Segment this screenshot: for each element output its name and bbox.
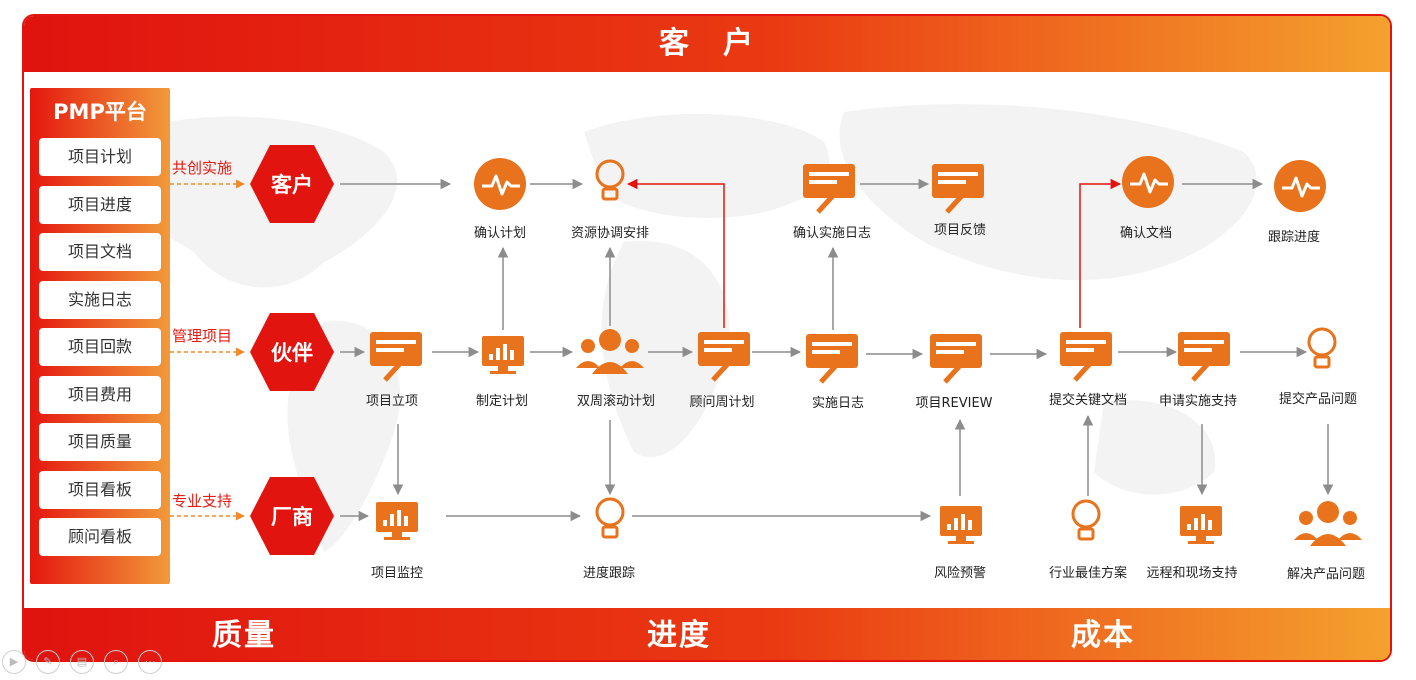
monitor-chart-icon	[1180, 506, 1222, 544]
pmp-platform-panel: PMP平台 项目计划 项目进度 项目文档 实施日志 项目回款 项目费用 项目质量…	[30, 88, 170, 584]
node-progress-track: 进度跟踪	[582, 566, 636, 581]
monitor-chart-icon	[376, 502, 418, 540]
node-track-progress: 跟踪进度	[1267, 230, 1321, 245]
node-impl-log: 实施日志	[811, 396, 865, 411]
document-pen-icon	[932, 164, 984, 214]
node-solve-issue: 解决产品问题	[1286, 567, 1366, 582]
monitor-chart-icon	[940, 506, 982, 544]
node-make-plan: 制定计划	[475, 394, 529, 409]
hex-label-customer: 客户	[271, 173, 313, 197]
pulse-icon	[1274, 160, 1326, 212]
hex-customer[interactable]	[250, 145, 334, 223]
document-pen-icon	[370, 332, 422, 382]
hex-vendor[interactable]	[250, 477, 334, 555]
node-biweekly: 双周滚动计划	[576, 394, 656, 409]
hex-label-vendor: 厂商	[271, 505, 313, 529]
node-initiation: 项目立项	[365, 394, 419, 409]
pulse-icon	[474, 158, 526, 210]
pmp-item-docs[interactable]: 项目文档	[39, 233, 161, 271]
hex-partner[interactable]	[250, 313, 334, 391]
pmp-item-plan[interactable]: 项目计划	[39, 138, 161, 176]
node-review: 项目REVIEW	[915, 396, 993, 411]
node-weekly: 顾问周计划	[689, 395, 755, 410]
slides-icon[interactable]: ▤	[70, 650, 94, 674]
node-best-practice: 行业最佳方案	[1048, 566, 1128, 581]
role-label-partner: 管理项目	[172, 327, 233, 345]
node-feedback: 项目反馈	[933, 223, 987, 238]
footer-label-progress: 进度	[647, 618, 711, 653]
node-remote-support: 远程和现场支持	[1146, 566, 1238, 581]
node-key-docs: 提交关键文档	[1048, 393, 1128, 408]
play-icon[interactable]: ▶	[2, 650, 26, 674]
document-pen-icon	[1060, 332, 1112, 382]
zoom-icon[interactable]: ⌕	[104, 650, 128, 674]
team-icon	[1294, 501, 1362, 546]
node-apply-support: 申请实施支持	[1158, 394, 1238, 409]
pmp-item-board[interactable]: 项目看板	[39, 471, 161, 509]
pmp-item-expense[interactable]: 项目费用	[39, 376, 161, 414]
lightbulb-icon	[1071, 499, 1101, 541]
lightbulb-icon	[1307, 327, 1337, 369]
hex-label-partner: 伙伴	[271, 341, 313, 365]
arrow-weekly-to-resource	[626, 178, 725, 328]
lightbulb-icon	[595, 497, 625, 539]
document-pen-icon	[806, 334, 858, 384]
node-confirm-plan: 确认计划	[473, 226, 527, 241]
pen-icon[interactable]: ✎	[36, 650, 60, 674]
more-icon[interactable]: ⋯	[138, 650, 162, 674]
header-title: 客 户	[659, 26, 755, 61]
team-icon	[576, 329, 644, 374]
node-confirm-log: 确认实施日志	[792, 226, 872, 241]
node-monitor: 项目监控	[370, 566, 424, 581]
pmp-item-progress[interactable]: 项目进度	[39, 186, 161, 224]
pmp-item-consultant-board[interactable]: 顾问看板	[39, 518, 161, 556]
pmp-item-quality[interactable]: 项目质量	[39, 423, 161, 461]
monitor-chart-icon	[482, 336, 524, 374]
role-label-customer: 共创实施	[172, 159, 233, 177]
node-risk: 风险预警	[933, 566, 987, 581]
document-pen-icon	[1178, 332, 1230, 382]
document-pen-icon	[803, 164, 855, 214]
node-submit-issue: 提交产品问题	[1278, 392, 1358, 407]
node-resource: 资源协调安排	[570, 226, 650, 241]
role-connectors	[170, 179, 245, 521]
node-confirm-doc: 确认文档	[1119, 226, 1173, 241]
footer-label-quality: 质量	[212, 618, 276, 653]
role-label-vendor: 专业支持	[172, 492, 233, 510]
diagram-frame: 客 户 质量 进度 成本 PMP平台 项目计划 项目进度 项目文档 实施日志 项…	[22, 14, 1392, 662]
arrow-key-docs-to-confirm-doc	[1079, 178, 1122, 328]
document-pen-icon	[698, 332, 750, 382]
pmp-item-log[interactable]: 实施日志	[39, 281, 161, 319]
flow-arrows	[340, 178, 1334, 522]
pmp-title: PMP平台	[53, 100, 147, 124]
footer-band: 质量 进度 成本	[24, 608, 1390, 660]
highlight-arrows	[626, 178, 1122, 328]
document-pen-icon	[930, 334, 982, 384]
footer-label-cost: 成本	[1071, 618, 1135, 653]
pulse-icon	[1122, 156, 1174, 208]
pmp-item-payment[interactable]: 项目回款	[39, 328, 161, 366]
lightbulb-icon	[595, 159, 625, 201]
header-band: 客 户	[24, 16, 1390, 72]
